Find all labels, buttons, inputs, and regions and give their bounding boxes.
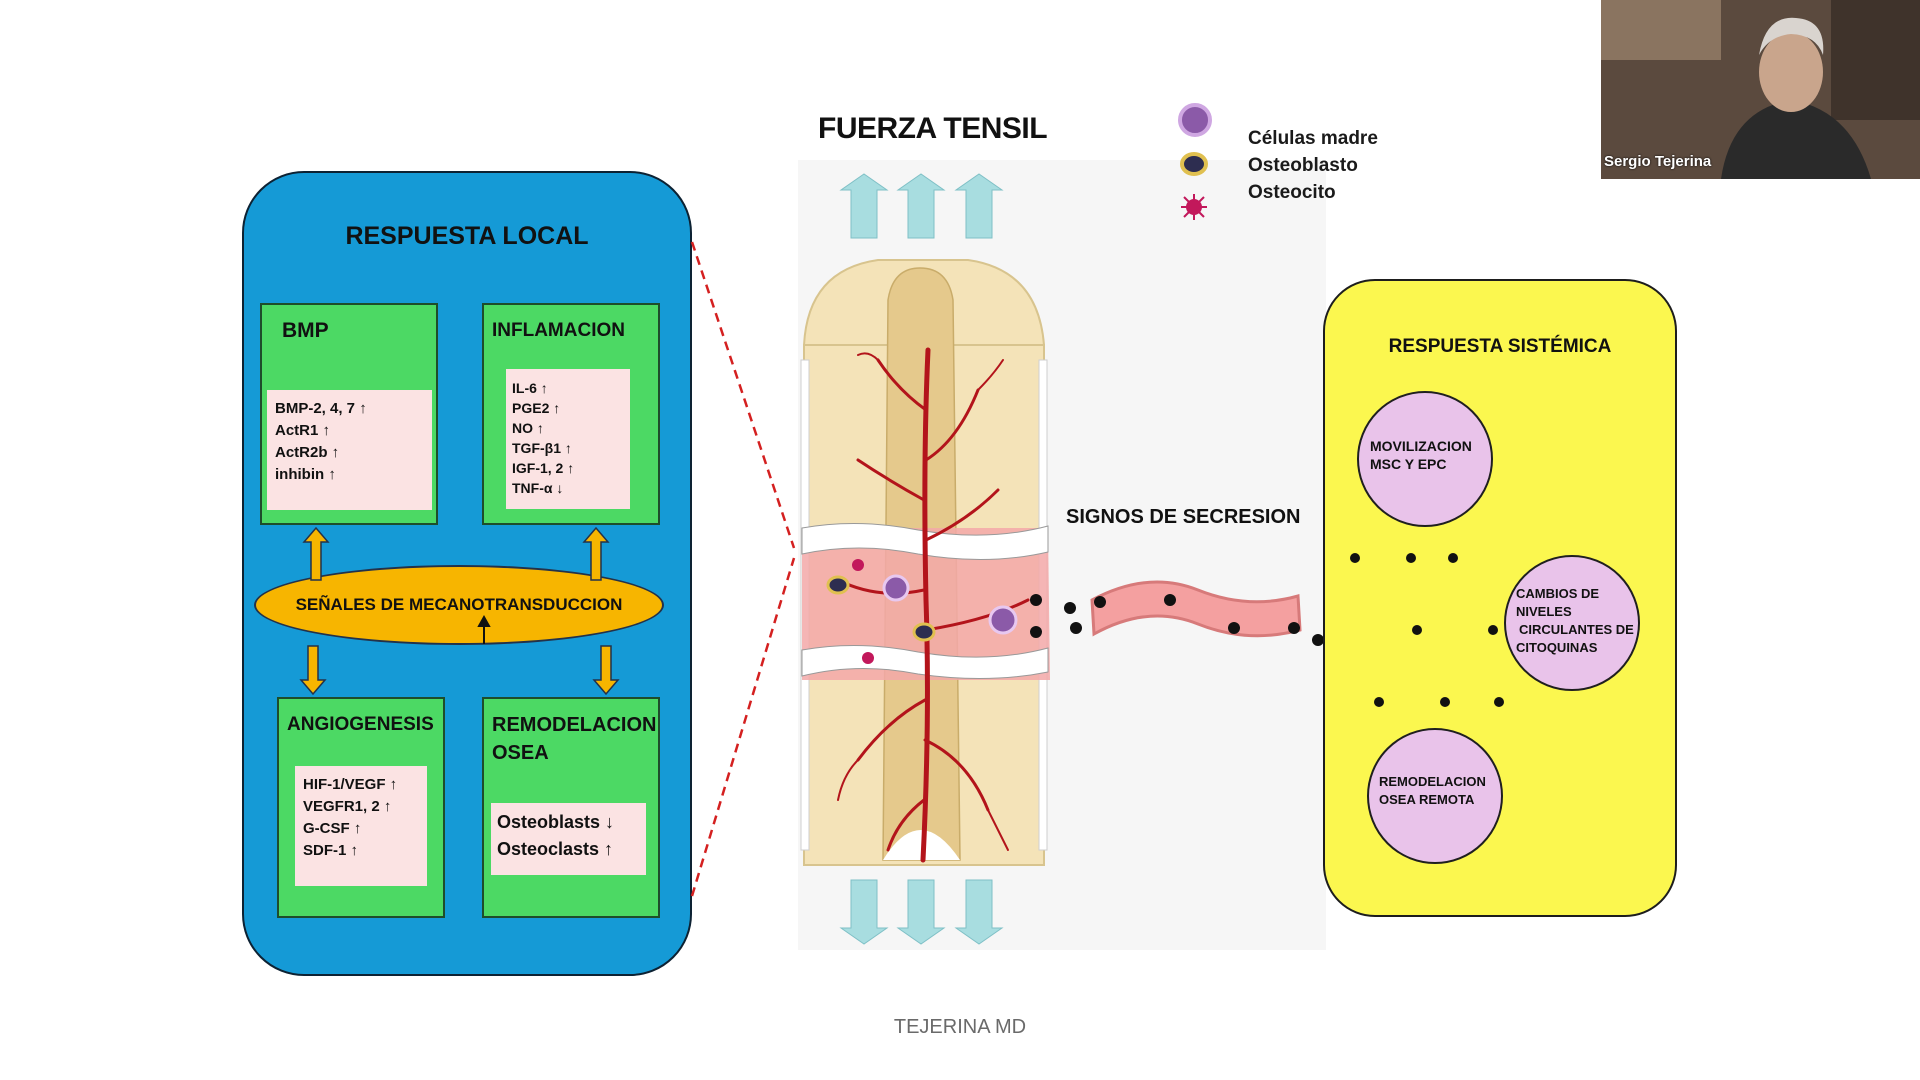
inflammation-item: IL-6 ↑ <box>512 380 548 396</box>
bone-remodeling-box: REMODELACION OSEA Osteoblasts ↓ Osteocla… <box>482 697 660 918</box>
inflammation-item: PGE2 ↑ <box>512 400 561 416</box>
stem-cell-icon <box>882 574 910 602</box>
inflammation-item: TGF-β1 ↑ <box>512 440 572 456</box>
up-arrow-icon <box>582 526 610 581</box>
stem-cell-icon <box>988 605 1018 635</box>
bone-remodeling-list: Osteoblasts ↓ Osteoclasts ↑ <box>491 803 646 875</box>
cytokines-line: CAMBIOS DE <box>1516 586 1600 601</box>
bmp-item: ActR2b ↑ <box>275 444 340 461</box>
osteocyte-icon <box>1181 194 1207 220</box>
bmp-list: BMP-2, 4, 7 ↑ ActR1 ↑ ActR2b ↑ inhibin ↑ <box>267 390 432 510</box>
mobilization-line: MOVILIZACION <box>1370 438 1472 454</box>
osteocyte-icon <box>862 652 874 664</box>
stem-cell-icon <box>1178 103 1212 137</box>
tensile-up-arrow-icon <box>896 173 946 239</box>
cytokines-line: NIVELES <box>1516 604 1572 619</box>
bone-fracture-illustration <box>800 173 1082 945</box>
inflammation-list: IL-6 ↑ PGE2 ↑ NO ↑ TGF-β1 ↑ IGF-1, 2 ↑ T… <box>506 369 630 509</box>
tensile-up-arrow-icon <box>954 173 1004 239</box>
bone-remodeling-title-line1: REMODELACION <box>492 714 657 736</box>
angiogenesis-list: HIF-1/VEGF ↑ VEGFR1, 2 ↑ G-CSF ↑ SDF-1 ↑ <box>295 766 427 886</box>
remote-remodeling-line: REMODELACION <box>1379 774 1486 789</box>
mobilization-line: MSC Y EPC <box>1370 456 1447 472</box>
inflammation-item: IGF-1, 2 ↑ <box>512 460 575 476</box>
legend-label-stem-cells: Células madre <box>1248 128 1378 149</box>
tensile-up-arrow-icon <box>839 173 889 239</box>
up-arrow-icon <box>302 526 330 581</box>
local-response-title: RESPUESTA LOCAL <box>345 222 589 250</box>
bmp-item: ActR1 ↑ <box>275 422 331 439</box>
inflammation-title: INFLAMACION <box>492 320 625 341</box>
mechanotransduction-label: SEÑALES DE MECANOTRANSDUCCION <box>295 595 623 614</box>
tensile-down-arrow-icon <box>954 879 1004 945</box>
blood-vessel-icon <box>1090 580 1324 646</box>
angiogenesis-item: G-CSF ↑ <box>303 820 362 837</box>
bmp-item: BMP-2, 4, 7 ↑ <box>275 400 367 417</box>
legend-icons <box>1178 103 1212 220</box>
inflammation-box: INFLAMACION IL-6 ↑ PGE2 ↑ NO ↑ TGF-β1 ↑ … <box>482 303 660 525</box>
inflammation-item: NO ↑ <box>512 420 544 436</box>
angiogenesis-item: SDF-1 ↑ <box>303 842 359 859</box>
bone-remodeling-item: Osteoblasts ↓ <box>497 812 615 832</box>
systemic-response-title: RESPUESTA SISTÉMICA <box>1388 336 1612 357</box>
bmp-box: BMP BMP-2, 4, 7 ↑ ActR1 ↑ ActR2b ↑ inhib… <box>260 303 438 525</box>
tensile-down-arrow-icon <box>896 879 946 945</box>
cytokines-line: CIRCULANTES DE <box>1519 622 1634 637</box>
cytokines-line: CITOQUINAS <box>1516 640 1598 655</box>
bmp-title: BMP <box>282 319 329 342</box>
tensile-down-arrow-icon <box>839 879 889 945</box>
down-arrow-icon <box>592 645 620 696</box>
slide-footer: TEJERINA MD <box>893 1016 1027 1038</box>
bone-remodeling-item: Osteoclasts ↑ <box>497 839 614 859</box>
cytokines-circle: CAMBIOS DE NIVELES CIRCULANTES DE CITOQU… <box>1504 555 1640 691</box>
osteoblast-icon <box>826 575 850 595</box>
signal-arrows <box>299 526 620 696</box>
participant-name-label: Sergio Tejerina <box>1604 153 1712 170</box>
bone-remodeling-title-line2: OSEA <box>492 742 549 764</box>
bmp-item: inhibin ↑ <box>275 466 336 483</box>
angiogenesis-title: ANGIOGENESIS <box>287 714 434 735</box>
mobilization-circle: MOVILIZACION MSC Y EPC <box>1357 391 1493 527</box>
tensile-force-title: FUERZA TENSIL <box>818 112 1048 145</box>
zoom-lines <box>690 241 796 897</box>
legend-label-osteoblast: Osteoblasto <box>1248 155 1358 176</box>
angiogenesis-box: ANGIOGENESIS HIF-1/VEGF ↑ VEGFR1, 2 ↑ G-… <box>277 697 445 918</box>
inflammation-item: TNF-α ↓ <box>512 480 564 496</box>
participant-video-tile[interactable] <box>1601 0 1920 179</box>
osteoblast-icon <box>912 622 936 642</box>
remote-remodeling-line: OSEA REMOTA <box>1379 792 1475 807</box>
secretion-signals-label: SIGNOS DE SECRESION <box>1066 506 1301 528</box>
osteocyte-icon <box>852 559 864 571</box>
circulating-dots <box>1350 553 1504 707</box>
angiogenesis-item: HIF-1/VEGF ↑ <box>303 776 398 793</box>
legend-label-osteocyte: Osteocito <box>1248 182 1336 203</box>
remote-remodeling-circle: REMODELACION OSEA REMOTA <box>1367 728 1503 864</box>
bone-remodeling-title: REMODELACION OSEA <box>484 699 658 767</box>
down-arrow-icon <box>299 645 327 696</box>
participant-video-feed <box>1601 0 1920 179</box>
osteoblast-icon <box>1180 152 1208 176</box>
angiogenesis-item: VEGFR1, 2 ↑ <box>303 798 392 815</box>
